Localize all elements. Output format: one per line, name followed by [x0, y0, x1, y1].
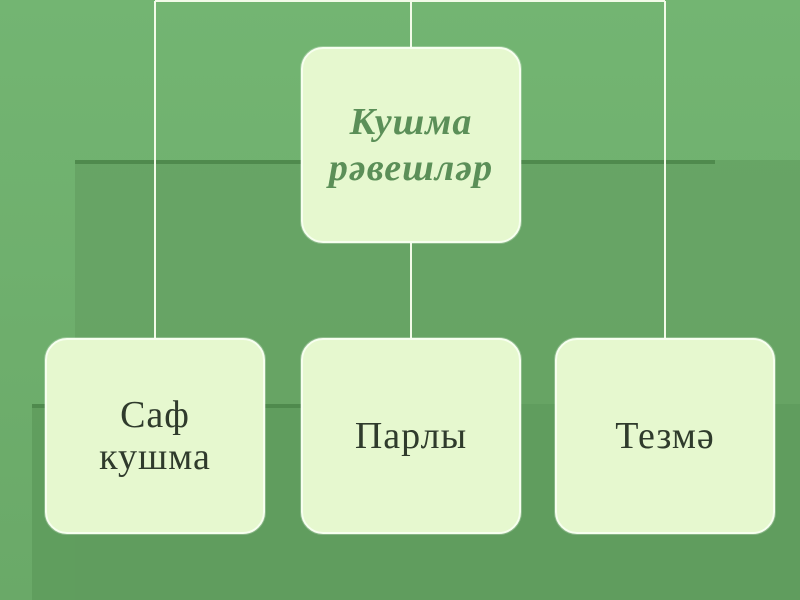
child-node-label: Саф кушма — [99, 394, 211, 478]
root-node-label: Кушма рәвешләр — [328, 101, 494, 189]
child-node-parly: Парлы — [301, 338, 521, 534]
child-node-label: Парлы — [354, 415, 468, 457]
root-node: Кушма рәвешләр — [301, 47, 521, 243]
child-node-label: Тезмә — [615, 415, 715, 457]
child-node-saf-kushma: Саф кушма — [45, 338, 265, 534]
child-node-tezme: Тезмә — [555, 338, 775, 534]
